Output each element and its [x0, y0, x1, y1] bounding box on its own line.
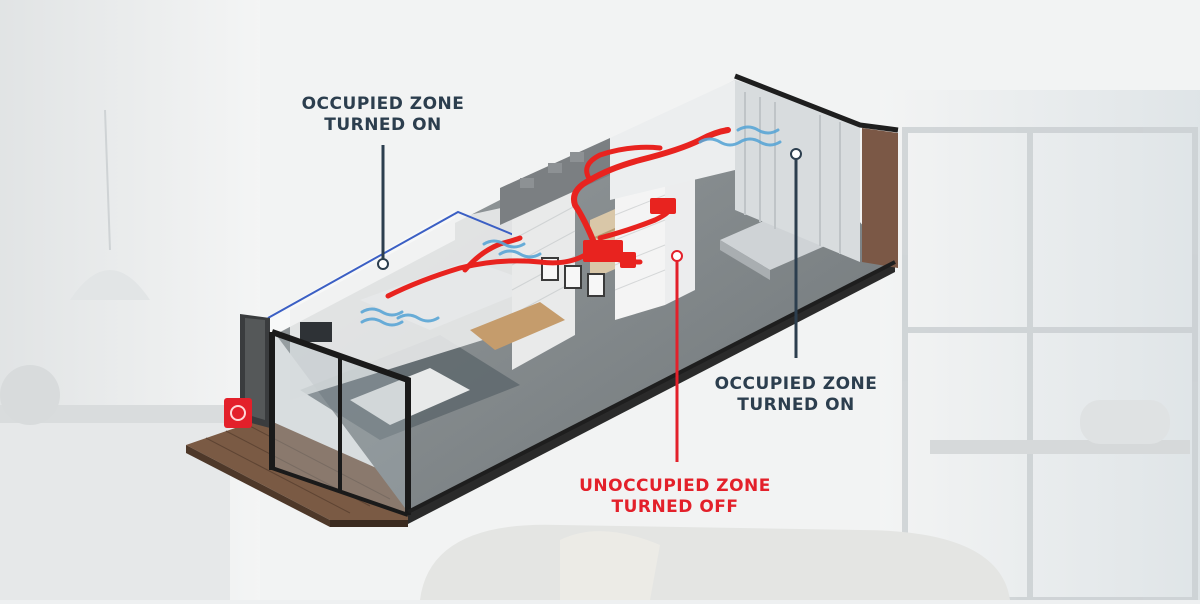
label-line-2: TURNED ON	[324, 115, 442, 135]
callout-unoccupied	[671, 250, 683, 462]
callout-occupied-right	[790, 148, 802, 358]
label-line-1: UNOCCUPIED ZONE	[579, 476, 771, 496]
unoccupied-zone-label: UNOCCUPIED ZONE TURNED OFF	[560, 476, 790, 518]
label-line-2: TURNED OFF	[611, 497, 739, 517]
airflow-icon	[360, 125, 782, 327]
glass-doors	[269, 329, 411, 517]
duct-fan-unit	[583, 198, 676, 268]
occupied-zone-label-left: OCCUPIED ZONE TURNED ON	[283, 94, 483, 136]
control-unit-icon	[224, 398, 252, 428]
label-line-2: TURNED ON	[737, 395, 855, 415]
occupied-zone-label-right: OCCUPIED ZONE TURNED ON	[696, 374, 896, 416]
label-line-1: OCCUPIED ZONE	[301, 94, 465, 114]
label-line-1: OCCUPIED ZONE	[714, 374, 878, 394]
walls	[240, 73, 899, 428]
callout-occupied-left	[377, 145, 389, 270]
